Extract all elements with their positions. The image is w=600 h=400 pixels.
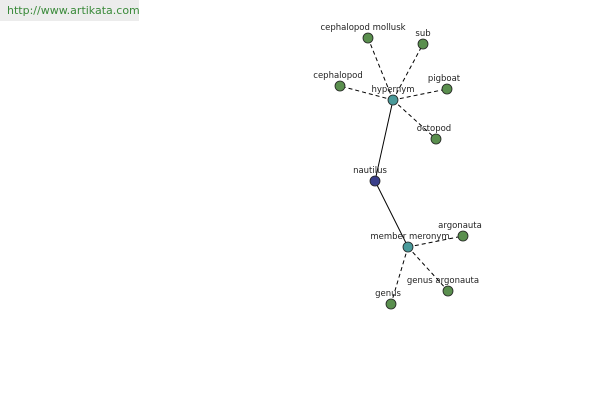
node-label: genus xyxy=(375,289,401,299)
node-member-meronym[interactable]: member meronym xyxy=(370,232,450,253)
node-label: member meronym xyxy=(370,232,449,242)
node-label: genus argonauta xyxy=(407,276,479,286)
node-label: cephalopod xyxy=(313,71,362,81)
node-label: hypernym xyxy=(371,85,414,95)
node-genus[interactable]: genus xyxy=(375,289,401,310)
node-cephalopod[interactable]: cephalopod xyxy=(313,71,363,92)
edge-hypernym-octopod xyxy=(392,99,437,140)
node-hypernym[interactable]: hypernym xyxy=(371,85,415,106)
node-sub[interactable]: sub xyxy=(415,29,431,50)
edge-hypernym-pigboat xyxy=(392,88,448,101)
edge-meronym-genus-argonauta xyxy=(407,246,449,292)
edge-center-member-meronym xyxy=(374,180,409,248)
edge-hypernym-sub xyxy=(392,43,424,101)
node-pigboat[interactable]: pigboat xyxy=(428,74,461,95)
edge-meronym-genus xyxy=(390,246,409,305)
node-label: octopod xyxy=(417,124,451,134)
node-argonauta[interactable]: argonauta xyxy=(438,221,482,242)
node-label: argonauta xyxy=(438,221,482,231)
node-genus-argonauta[interactable]: genus argonauta xyxy=(407,276,479,297)
edge-center-hypernym xyxy=(374,99,394,182)
node-label: cephalopod mollusk xyxy=(320,23,405,33)
edge-hypernym-cephalopod xyxy=(339,85,394,101)
edge-meronym-argonauta xyxy=(407,235,464,248)
node-cephalopod-mollusk[interactable]: cephalopod mollusk xyxy=(320,23,406,44)
node-octopod[interactable]: octopod xyxy=(417,124,451,145)
node-label: sub xyxy=(415,29,430,39)
node-label: pigboat xyxy=(428,74,461,84)
site-url-watermark[interactable]: http://www.artikata.com xyxy=(0,0,140,21)
node-label: nautilus xyxy=(353,166,387,176)
node-nautilus[interactable]: nautilus xyxy=(353,166,387,187)
